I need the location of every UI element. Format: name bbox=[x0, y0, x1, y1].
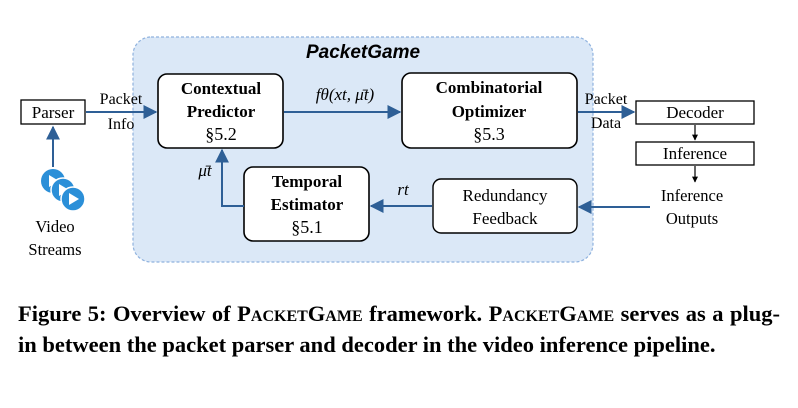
predictor-output-label: fθ(xt, μ̄t) bbox=[316, 85, 375, 104]
video-stream-icon bbox=[41, 169, 86, 212]
contextual-predictor-box bbox=[157, 73, 284, 149]
temporal-estimator-line-2: Estimator bbox=[271, 195, 344, 214]
combinatorial-optimizer-box bbox=[401, 72, 578, 149]
caption-name-2: PacketGame bbox=[488, 301, 615, 326]
inference-outputs-line-2: Outputs bbox=[666, 209, 718, 228]
packet-info-label-1: Packet bbox=[100, 91, 143, 108]
feedback-signal-label: rt bbox=[397, 180, 410, 199]
video-streams-line-2: Streams bbox=[28, 240, 81, 259]
group-title: PacketGame bbox=[306, 42, 421, 63]
decoder-box bbox=[635, 100, 755, 125]
arrows bbox=[46, 105, 698, 214]
arrow-estimator-to-predictor bbox=[215, 148, 244, 207]
temporal-estimator-box bbox=[243, 166, 370, 242]
caption-prefix: Figure 5: Overview of bbox=[18, 301, 238, 326]
video-streams-line-1: Video bbox=[35, 217, 74, 236]
estimator-output-label: μ̄t bbox=[197, 161, 213, 180]
inference-outputs-line-1: Inference bbox=[661, 186, 723, 205]
parser-box bbox=[20, 99, 86, 125]
redundancy-feedback-line-2: Feedback bbox=[472, 209, 538, 228]
caption-name-1: PacketGame bbox=[237, 301, 363, 326]
caption-suffix: serves as a plug-in between the packet p… bbox=[18, 301, 780, 357]
redundancy-feedback-line-1: Redundancy bbox=[463, 186, 548, 205]
redundancy-feedback-box bbox=[432, 178, 578, 234]
framework-diagram: PacketGame Parser Packet Info Contextual… bbox=[20, 36, 755, 263]
combinatorial-optimizer-section: §5.3 bbox=[473, 124, 505, 144]
caption-middle: framework. bbox=[362, 301, 489, 326]
temporal-estimator-section: §5.1 bbox=[291, 217, 323, 237]
combinatorial-optimizer-line-1: Combinatorial bbox=[436, 78, 543, 97]
temporal-estimator-line-1: Temporal bbox=[272, 172, 342, 191]
inference-box bbox=[635, 141, 755, 166]
packet-data-label-1: Packet bbox=[585, 91, 628, 108]
figure-caption: Figure 5: Overview of PacketGame framewo… bbox=[18, 298, 780, 360]
inference-label: Inference bbox=[663, 144, 727, 163]
decoder-label: Decoder bbox=[666, 103, 724, 122]
packet-info-label-2: Info bbox=[108, 116, 135, 133]
contextual-predictor-line-2: Predictor bbox=[187, 102, 256, 121]
contextual-predictor-line-1: Contextual bbox=[181, 79, 262, 98]
parser-label: Parser bbox=[32, 103, 75, 122]
contextual-predictor-section: §5.2 bbox=[205, 124, 237, 144]
combinatorial-optimizer-line-2: Optimizer bbox=[452, 102, 527, 121]
packet-data-label-2: Data bbox=[591, 115, 621, 132]
